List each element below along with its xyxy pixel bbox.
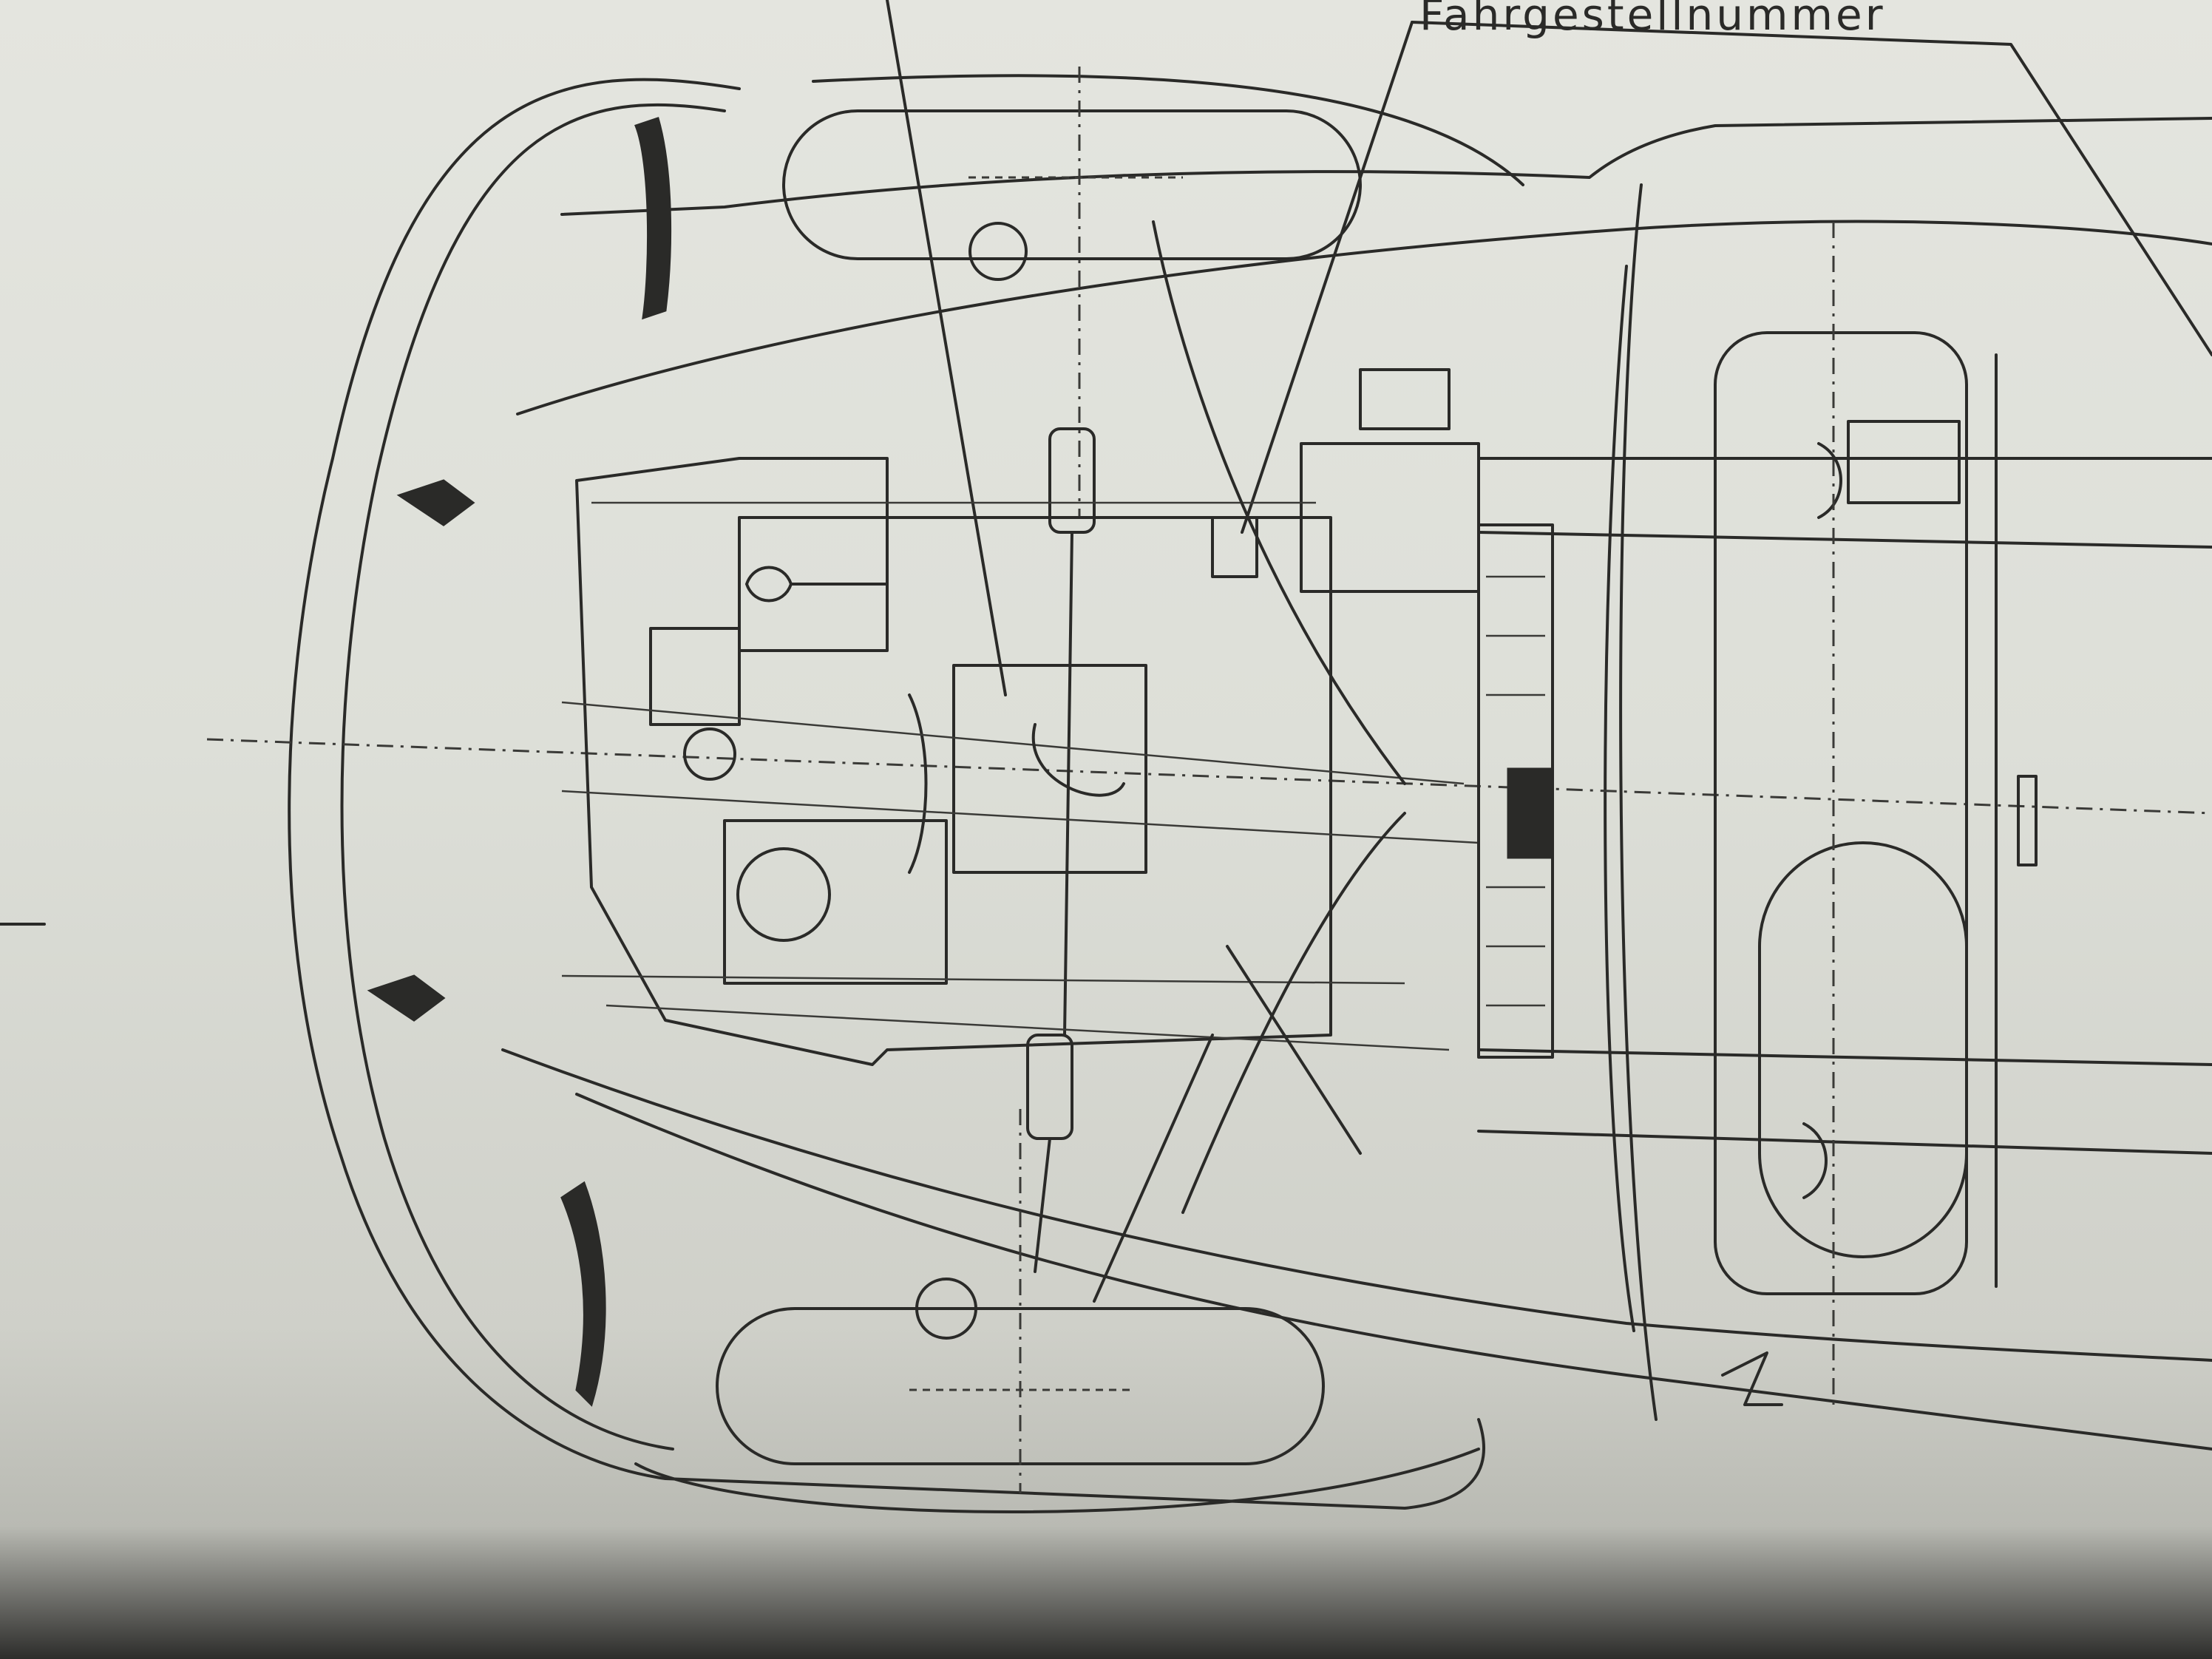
cooling-fan bbox=[1477, 523, 1554, 1059]
callout-leader-lines bbox=[886, 0, 2212, 696]
engine-block bbox=[561, 368, 1480, 1066]
steering-boots bbox=[1026, 427, 1096, 1273]
vehicle-body-outline bbox=[288, 74, 2212, 1513]
callout-label-fahrgestellnummer: Fahrgestellnummer bbox=[1419, 0, 1886, 40]
centerlines bbox=[0, 67, 2212, 1493]
lamps bbox=[367, 117, 672, 1407]
cables bbox=[1031, 220, 1406, 1303]
front-wheels bbox=[716, 109, 1362, 1465]
rear-frame bbox=[1477, 222, 2212, 1406]
